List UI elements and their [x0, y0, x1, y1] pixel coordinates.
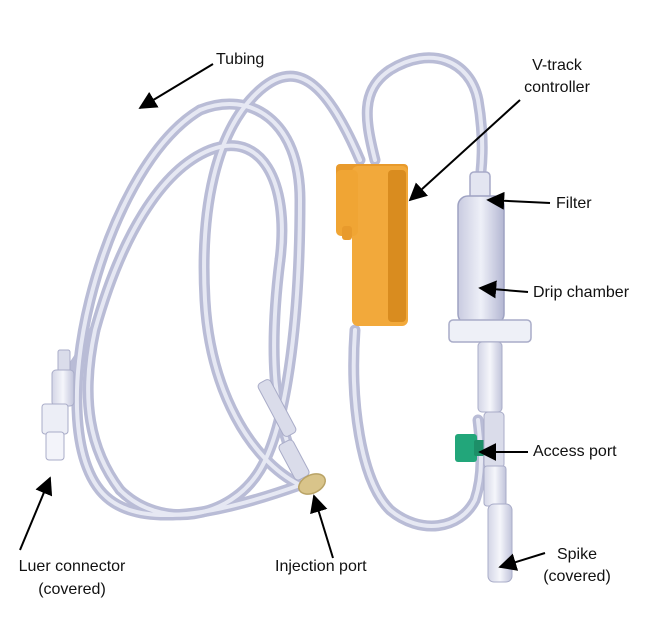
luer-connector-arrow	[19, 476, 53, 551]
spike-label-line1: Spike	[556, 546, 598, 563]
filter-label: Filter	[556, 195, 592, 212]
tubing-arrow	[138, 63, 214, 109]
drip-chamber	[448, 171, 532, 413]
spike-label-line2: (covered)	[543, 568, 611, 585]
luer-connector-label-line1: Luer connector	[18, 558, 126, 575]
luer-connector	[41, 349, 75, 461]
pointer-arrows	[19, 63, 551, 571]
injection-port-arrow	[310, 494, 334, 559]
v-track-arrow	[408, 99, 521, 202]
drip-chamber-arrow	[478, 280, 529, 299]
access-port-label: Access port	[533, 443, 617, 460]
v-track-controller-label-line2: controller	[524, 79, 590, 96]
injection-port	[257, 379, 326, 495]
tubing	[59, 52, 488, 532]
luer-connector-label-line2: (covered)	[38, 581, 106, 598]
drip-chamber-label: Drip chamber	[533, 284, 630, 301]
tubing-label: Tubing	[216, 51, 265, 68]
injection-port-label: Injection port	[275, 558, 367, 575]
spike-arrow	[498, 552, 546, 571]
v-track-controller	[336, 164, 408, 326]
filter-arrow	[486, 191, 551, 210]
v-track-controller-label-line1: V-track	[532, 57, 582, 74]
